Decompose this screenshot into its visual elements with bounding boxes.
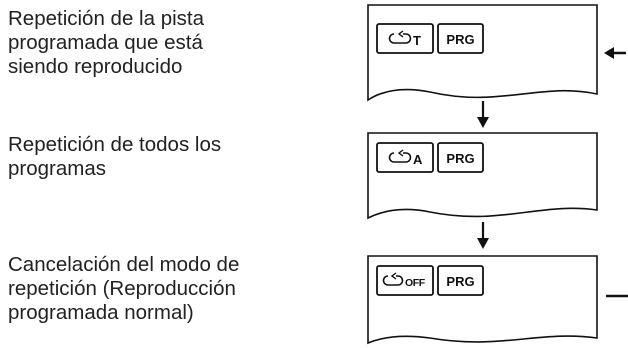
display-panel-1: T PRG xyxy=(367,4,598,102)
arrow-down-icon xyxy=(477,101,489,128)
repeat-icon xyxy=(388,152,412,163)
arrow-left-icon xyxy=(604,47,626,59)
prg-box-3 xyxy=(437,265,484,296)
indicator-repeat-all: A xyxy=(376,142,434,173)
step-1-line-2: programada que está xyxy=(8,31,203,54)
arrow-down-icon xyxy=(477,222,489,249)
step-1-description: Repetición de la pista programada que es… xyxy=(8,7,328,79)
step-2-line-2: programas xyxy=(8,157,106,180)
panel-1-outline xyxy=(367,4,598,102)
repeat-arrowhead xyxy=(390,272,397,280)
indicator-mode-3: OFF xyxy=(405,277,426,289)
repeat-icon xyxy=(388,33,412,44)
step-1-line-3: siendo reproducido xyxy=(8,55,183,78)
step-3-line-3: programada normal) xyxy=(8,301,194,324)
repeat-arrowhead xyxy=(397,30,404,38)
panel-3-outline xyxy=(367,255,598,345)
prg-label-2: PRG xyxy=(446,151,474,166)
repeat-icon xyxy=(382,275,404,286)
prg-label-1: PRG xyxy=(446,32,474,47)
prg-box-2 xyxy=(437,142,484,173)
prg-label-3: PRG xyxy=(446,274,474,289)
step-2-line-1: Repetición de todos los xyxy=(8,133,222,156)
step-1-line-1: Repetición de la pista xyxy=(8,7,205,30)
indicator-repeat-track: T xyxy=(376,23,434,54)
indicator-box-1 xyxy=(376,23,434,54)
indicator-box-2 xyxy=(376,142,434,173)
display-panel-3: OFF PRG xyxy=(367,255,598,345)
step-3-line-1: Cancelación del modo de xyxy=(8,253,240,276)
indicator-mode-2: A xyxy=(413,152,423,167)
indicator-mode-1: T xyxy=(413,33,421,48)
panel-2-outline xyxy=(367,132,598,220)
step-2-description: Repetición de todos los programas xyxy=(8,133,328,181)
step-3-description: Cancelación del modo de repetición (Repr… xyxy=(8,253,328,325)
prg-box-1 xyxy=(437,23,484,54)
step-3-line-2: repetición (Reproducción xyxy=(8,277,236,300)
indicator-repeat-off: OFF xyxy=(376,265,434,296)
repeat-arrowhead xyxy=(397,149,404,157)
indicator-box-3 xyxy=(376,265,434,296)
display-panel-2: A PRG xyxy=(367,132,598,220)
